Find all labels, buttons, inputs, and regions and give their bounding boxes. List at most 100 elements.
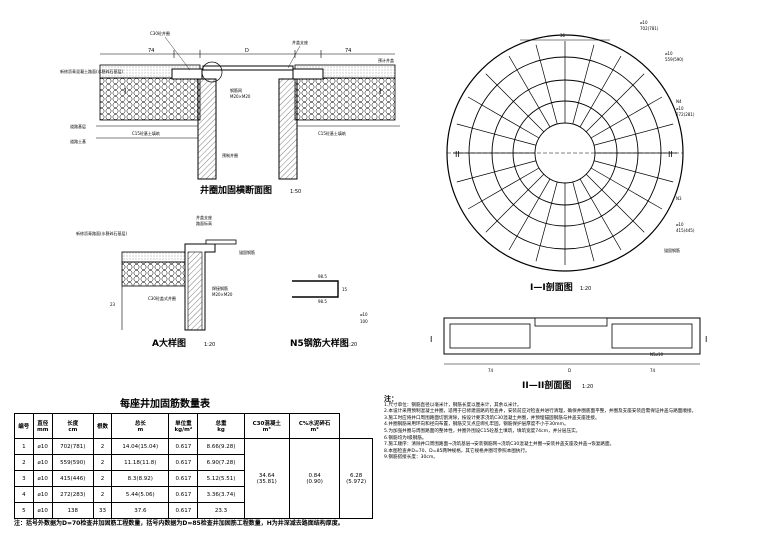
- qty-cell: 0.617: [168, 486, 199, 503]
- fig1-cross-section: 74 D 74 I I C30砼井圈 井盖支座 预计井盖 新修沥青混凝土路面(水…: [60, 30, 400, 196]
- leader: [164, 36, 191, 71]
- plan-spoke: [585, 173, 645, 233]
- qty-cell: ⌀10: [32, 470, 53, 487]
- label-base: 道路基层: [70, 123, 86, 129]
- section-mark-right: I: [379, 87, 381, 96]
- qty-cell: 2: [92, 470, 113, 487]
- qty-th: 编号: [14, 413, 34, 439]
- detail-circle: [201, 61, 223, 83]
- qty-cell: 4: [14, 486, 34, 503]
- a-label-surface: 路面标高: [196, 220, 212, 226]
- label-cover: 预计井盖: [378, 57, 394, 63]
- figA-scale: 1:20: [204, 342, 215, 348]
- plan-anchor: 锚固钢筋: [664, 247, 680, 253]
- label-pave: 新修沥青混凝土路面(水稳碎石基层): [60, 68, 124, 74]
- qty-cell: 138: [51, 502, 94, 519]
- plan-spoke: [590, 96, 663, 139]
- qty-cell: 0.617: [168, 470, 199, 487]
- plan-spoke: [585, 73, 645, 133]
- figN5-title: N5钢筋大样图: [290, 337, 349, 349]
- qty-cell: 1: [14, 438, 34, 455]
- plan-spokes: [453, 41, 677, 265]
- qty-cell: 2: [92, 486, 113, 503]
- label-c15-left: C15砼基土填筑: [132, 130, 160, 136]
- n5-dim-top: 98.5: [318, 274, 327, 279]
- a-label-spacing: M20×M20: [212, 292, 233, 297]
- qty-cell: 272(283): [51, 486, 94, 503]
- qty-cell: 0.617: [168, 438, 199, 455]
- notes-item: 2.本设计采用预制混凝土井圈，适用于已修建道路的检查井，安装前应对检查井进行清理…: [384, 409, 697, 415]
- plan-n3v: 272(281): [676, 112, 695, 117]
- qty-merged-cell: 34.64 (35.81): [243, 438, 290, 519]
- dim-d: D: [245, 48, 249, 54]
- qty-cell: ⌀10: [32, 502, 53, 519]
- n5-dim-bottom: 98.5: [318, 299, 327, 304]
- label-c15-right: C15砼基土填筑: [318, 130, 346, 136]
- dim-74-right: 74: [345, 48, 351, 54]
- a-label-c30: C30砼盖式井圈: [148, 295, 176, 301]
- qty-cell: ⌀10: [32, 438, 53, 455]
- sec1-cover: [534, 317, 608, 327]
- a-label-welded: 焊接钢筋: [212, 285, 228, 291]
- label-soil: 道路土基: [70, 138, 86, 144]
- plan-spoke: [535, 181, 558, 262]
- plan-spoke: [593, 123, 674, 146]
- a-label-pave: 新修沥青路面(水稳碎石基层): [76, 230, 128, 236]
- ring-right: [292, 68, 324, 80]
- section-mark-left: I: [124, 87, 126, 96]
- leader: [287, 45, 301, 69]
- sec2-scale: 1:20: [582, 384, 593, 390]
- notes-item: 6.钢筋均为I级钢筋。: [384, 435, 427, 441]
- sec2-title: II—II剖面图: [522, 379, 571, 391]
- a-base: [121, 261, 193, 287]
- n5-bar-shape: [292, 280, 339, 298]
- a-pavement: [121, 251, 193, 263]
- plan-sec-left: II: [455, 150, 460, 159]
- notes-item: 1.尺寸单位：钢筋直径以毫米计，钢筋长度以厘米计，其余以米计。: [384, 402, 522, 408]
- sec1-section: I I 74 D 74 N5⌀10 I—I剖面图 1:20 II—II剖面图 1…: [430, 281, 707, 391]
- qty-cell: 23.3: [197, 502, 245, 519]
- plan-spoke: [593, 160, 674, 183]
- plan-ring-label: N3: [676, 196, 682, 201]
- qty-cell: ⌀10: [32, 454, 53, 471]
- sec2-d74a: 74: [488, 368, 494, 373]
- qty-cell: 5.12(5.51): [197, 470, 245, 487]
- qty-cell: 0.617: [168, 502, 199, 519]
- plan-spoke: [467, 167, 540, 210]
- qty-th: C30混凝土 m³: [243, 413, 290, 439]
- qty-th: 总重 kg: [197, 413, 245, 439]
- qty-cell: 0.617: [168, 454, 199, 471]
- sec2-dd: D: [568, 368, 571, 373]
- qty-cell: ⌀10: [32, 486, 53, 503]
- wall-right: [278, 78, 298, 180]
- qty-cell: 415(446): [51, 470, 94, 487]
- qty-cell: 702(781): [51, 438, 94, 455]
- qty-cell: 8.66(9.28): [197, 438, 245, 455]
- qty-note: 注：括号外数据为D=70检查井加固筋工程数量，括号内数据为D=85检查井加固筋工…: [14, 520, 344, 527]
- qty-cell: 3.36(3.74): [197, 486, 245, 503]
- qty-cell: 559(590): [51, 454, 94, 471]
- qty-merged-cell: 0.84 (0.90): [288, 438, 341, 519]
- well-cover: [202, 65, 294, 71]
- base-left: [99, 77, 201, 121]
- notes-heading: 注：: [384, 395, 398, 403]
- plan-spoke: [579, 55, 622, 128]
- sec1-cage-right: [611, 323, 693, 349]
- sec1-cage-left: [449, 323, 531, 349]
- qty-cell: 11.18(11.8): [111, 454, 170, 471]
- sec1-right: I: [705, 335, 707, 344]
- plan-n4: ⌀10: [676, 222, 684, 227]
- figA-title: A大样图: [152, 337, 186, 349]
- qty-th: 长度 cm: [51, 413, 94, 439]
- qty-cell: 8.3(8.92): [111, 470, 170, 487]
- plan-spoke: [572, 44, 595, 125]
- plan-rebar-circle: II II 36 ⌀10 702(781) ⌀10 559(590) ⌀10 2…: [446, 20, 695, 272]
- qty-cell: 33: [92, 502, 113, 519]
- notes-item: 4.井圈钢筋采用环向和径向布置，钢筋交叉点应绑扎牢固，钢筋保护层厚度不小于30m…: [384, 422, 569, 428]
- label-well: 预制井圈: [222, 152, 238, 158]
- plan-dim-36: 36: [560, 33, 566, 38]
- plan-n2v: 559(590): [665, 57, 684, 62]
